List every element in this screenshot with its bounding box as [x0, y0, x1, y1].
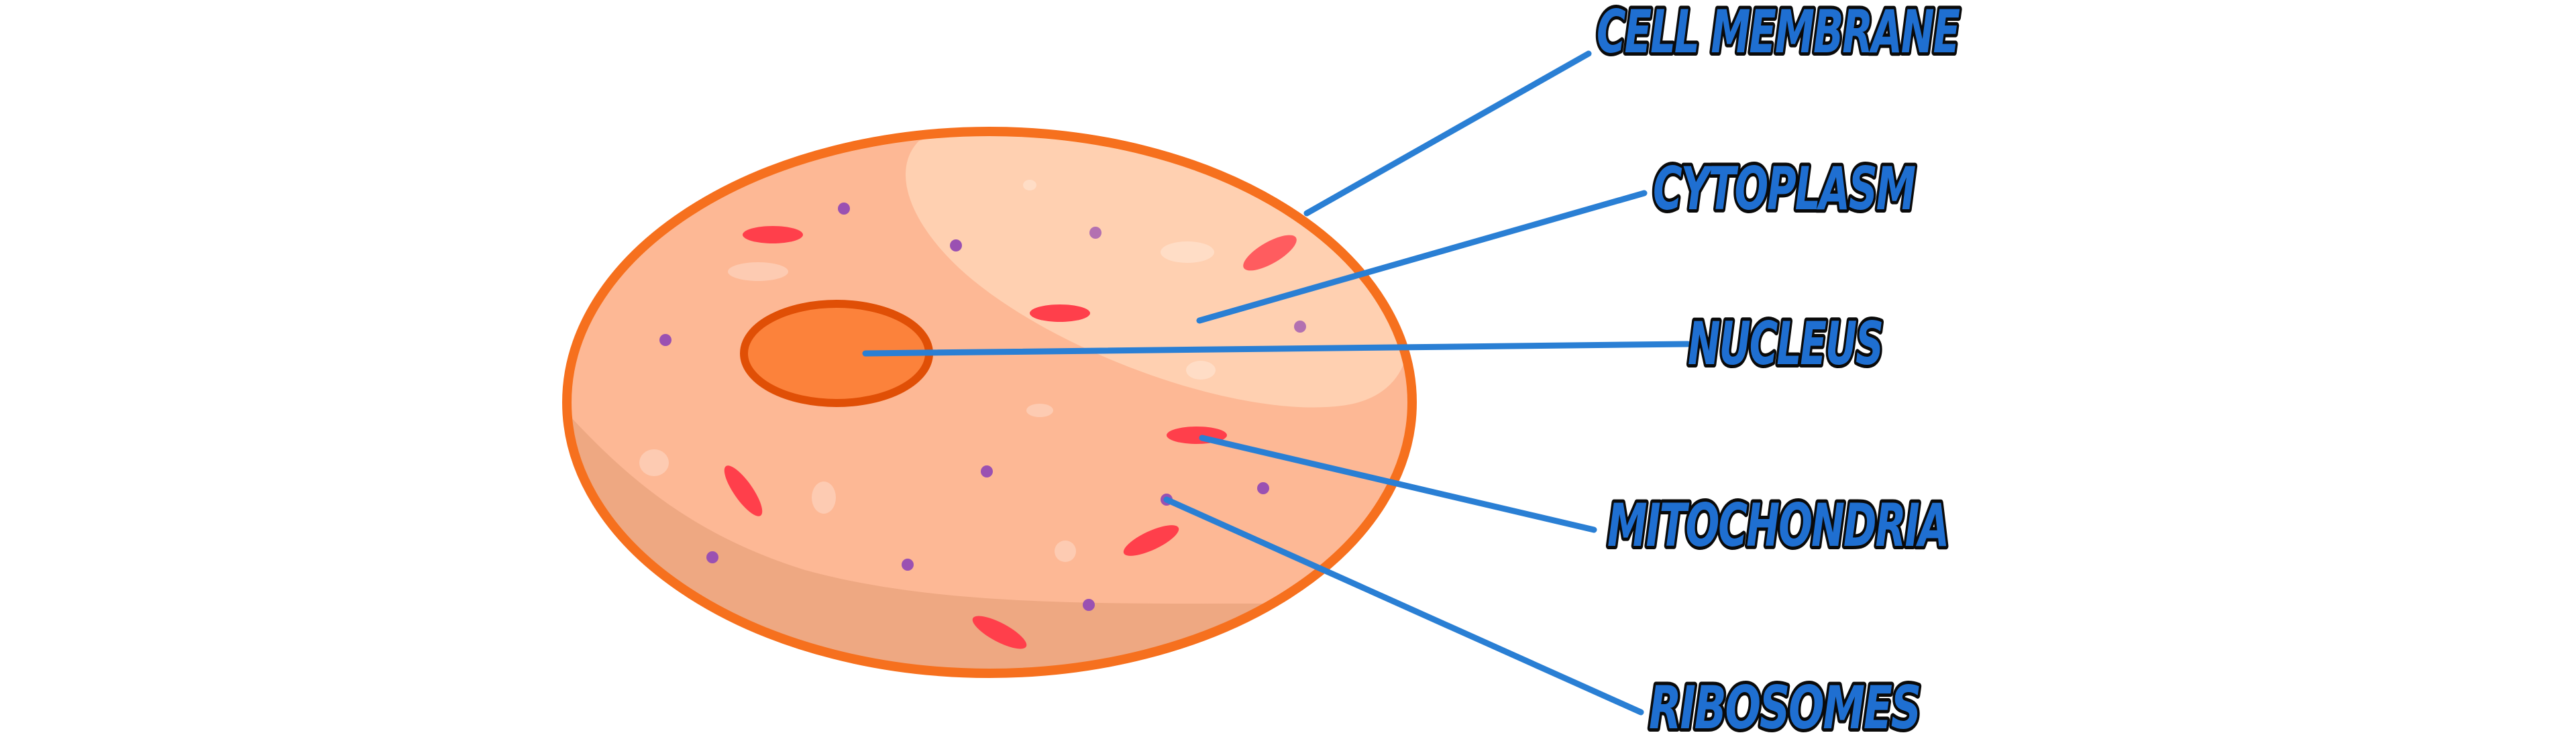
mitochondrion [1243, 235, 1297, 271]
ribosome [1257, 482, 1269, 494]
mitochondrion [743, 226, 803, 243]
cytoplasm-spot [728, 262, 788, 281]
cytoplasm-spot [1026, 404, 1053, 417]
cell [562, 127, 1417, 678]
leader-lines [862, 50, 1691, 716]
leader-line-ribosomes [1163, 496, 1644, 716]
cytoplasm-spot [812, 482, 836, 514]
ribosome [706, 551, 718, 563]
ribosome [1294, 321, 1306, 333]
label-cytoplasm: CYTOPLASM [1653, 154, 1915, 223]
leader-line-nucleus [862, 341, 1691, 357]
mitochondrion [724, 465, 763, 516]
labels: CELL MEMBRANE CYTOPLASM NUCLEUS MITOCHON… [1593, 0, 1965, 735]
ribosome [659, 334, 672, 346]
cytoplasm-spot [1023, 180, 1036, 190]
ribosome [838, 203, 850, 215]
label-cell-membrane: CELL MEMBRANE [1597, 0, 1960, 66]
ribosome [1089, 227, 1102, 239]
mitochondrion [1030, 304, 1090, 322]
leader-line-mitochondria [1199, 435, 1597, 533]
cytoplasm-spots [639, 180, 1216, 562]
mitochondrion [1123, 525, 1179, 556]
mitochondrion [972, 616, 1027, 649]
cytoplasm-spot [1186, 361, 1216, 380]
ribosome [981, 465, 993, 477]
cytoplasm-spot [1161, 241, 1214, 263]
ribosome [902, 559, 914, 571]
ribosome [1083, 599, 1095, 611]
cytoplasm-spot [639, 449, 669, 476]
label-ribosomes: RIBOSOMES [1649, 673, 1920, 735]
leader-line-cytoplasm [1196, 190, 1648, 324]
cell-membrane [562, 127, 1417, 678]
ribosome [950, 239, 962, 251]
leader-line-cell-membrane [1303, 50, 1592, 217]
cytoplasm-spot [1055, 541, 1076, 562]
label-mitochondria: MITOCHONDRIA [1607, 491, 1948, 560]
label-nucleus: NUCLEUS [1688, 309, 1882, 378]
